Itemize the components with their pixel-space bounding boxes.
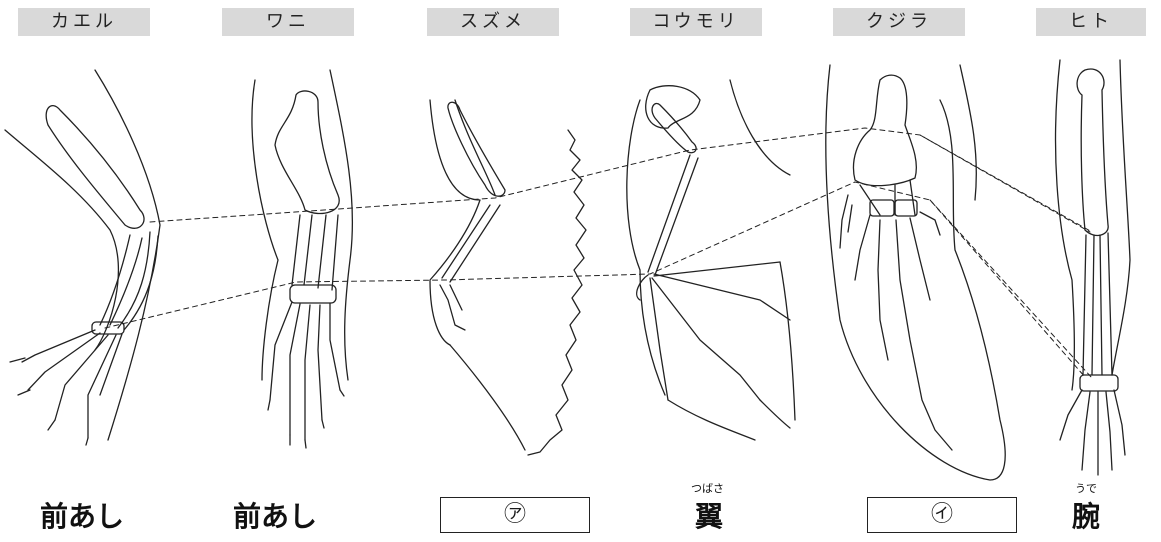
blank-box-a: ㋐ [440,497,590,533]
label-bat-wing: 翼 [695,500,723,534]
human-arm [1056,60,1130,475]
human-carpals [1080,375,1118,391]
whale-body-outline [826,65,1005,480]
crocodile-humerus [275,91,339,214]
sparrow-feather-edge [528,130,586,455]
bat-wing [627,80,795,440]
label-crocodile-forelimb: 前あし [233,500,317,534]
ruby-human: うで [1075,483,1097,495]
homology-connectors [105,128,1092,378]
sparrow-humerus [448,102,505,196]
frog-humerus [46,106,144,229]
bat-scapula [646,86,700,128]
crocodile-limb [252,70,352,448]
sparrow-wing [430,100,586,455]
label-frog-forelimb: 前あし [40,500,124,534]
bat-humerus [652,103,696,152]
connector-wrist [105,182,1085,377]
human-humerus [1077,69,1108,235]
crocodile-carpals [290,285,336,303]
blank-box-i: ㋑ [867,497,1017,533]
frog-limb [5,70,160,445]
label-human-arm: 腕 [1072,500,1100,534]
ruby-bat: つばさ [691,483,724,495]
whale-flipper [826,65,1005,480]
